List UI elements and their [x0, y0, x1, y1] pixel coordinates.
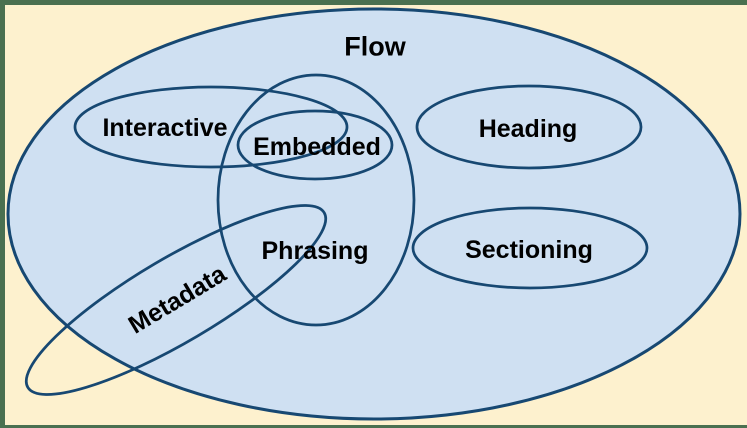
frame-border-left	[0, 0, 5, 428]
metadata-set-ellipse	[24, 204, 328, 396]
phrasing-set-label: Phrasing	[262, 237, 369, 265]
interactive-set-ellipse	[73, 85, 349, 169]
heading-set-label: Heading	[479, 115, 578, 143]
frame-border-bottom	[0, 425, 747, 428]
sectioning-set-ellipse	[411, 206, 649, 290]
sectioning-set-label: Sectioning	[465, 236, 593, 264]
frame-border-top	[0, 0, 747, 5]
embedded-set-label: Embedded	[253, 133, 381, 161]
flow-set-ellipse	[6, 7, 742, 421]
flow-set-label: Flow	[344, 31, 406, 61]
phrasing-set-ellipse	[216, 73, 416, 327]
embedded-set-ellipse	[236, 109, 394, 181]
interactive-set-label: Interactive	[102, 114, 227, 142]
heading-set-ellipse	[415, 84, 643, 170]
